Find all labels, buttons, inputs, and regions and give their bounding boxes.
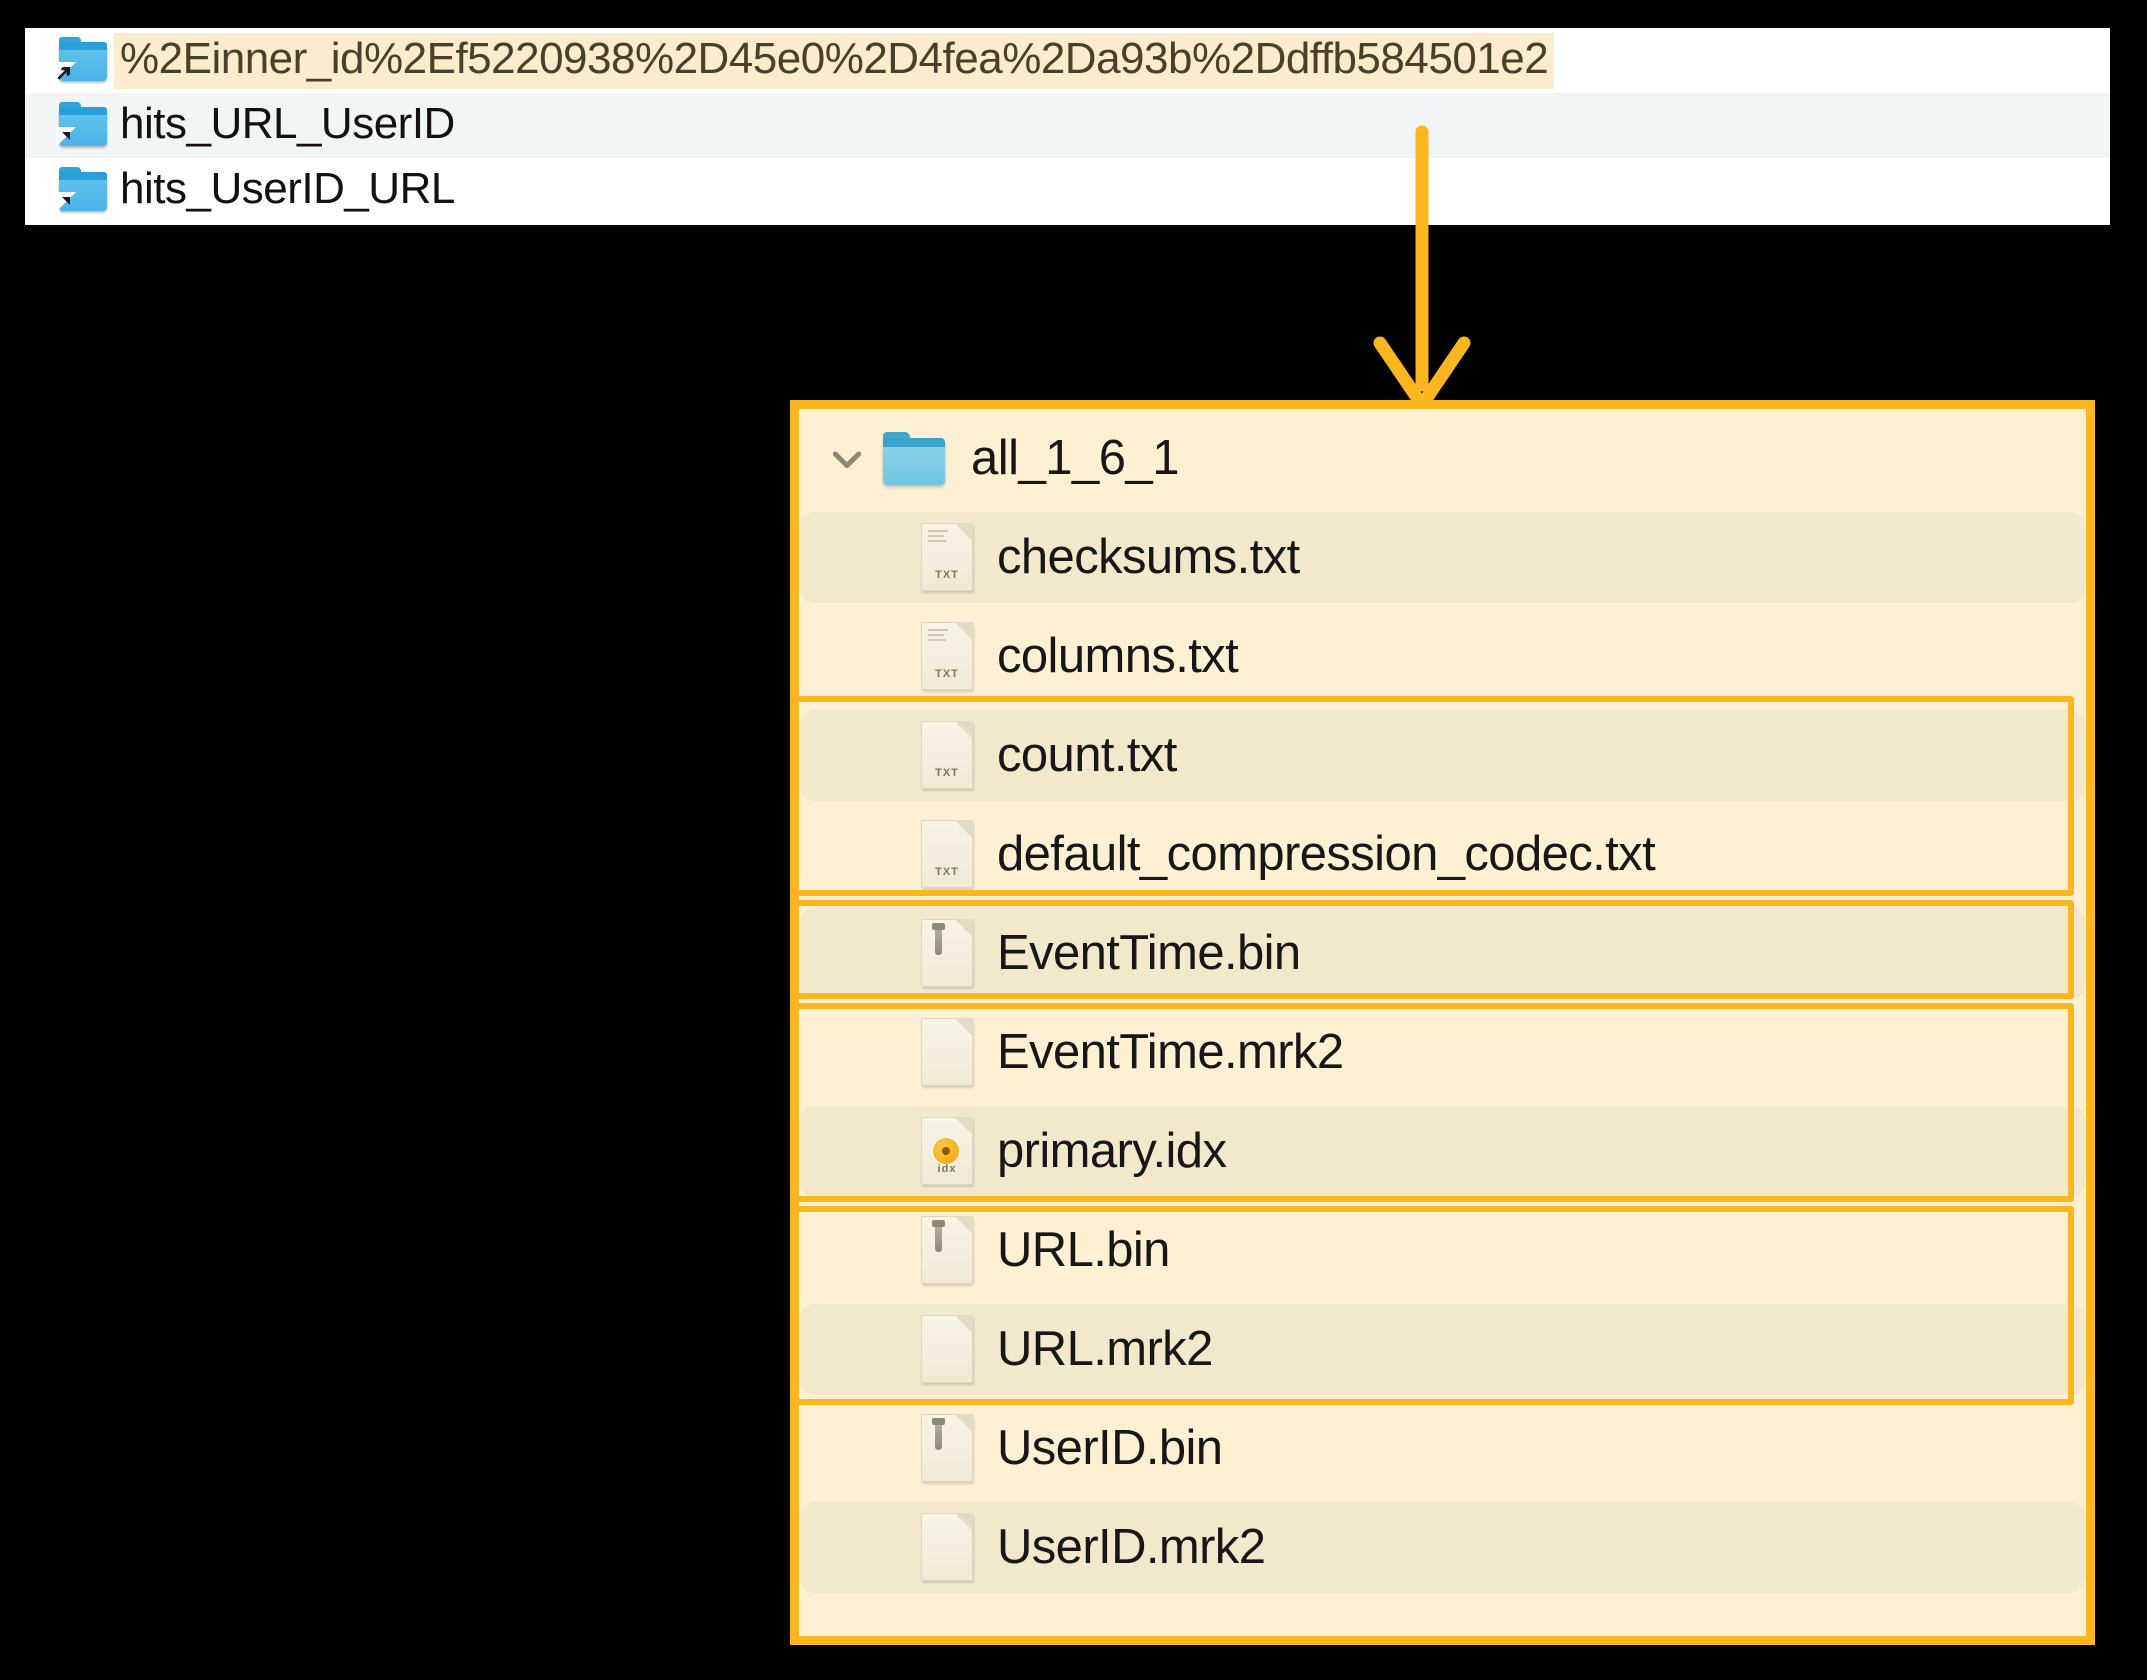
file-name-label: UserID.mrk2 <box>997 1520 1266 1574</box>
folder-alias-icon <box>52 36 114 86</box>
bin-file-icon <box>917 1214 979 1288</box>
alias-arrow-badge-icon <box>56 191 76 212</box>
symlink-folder-list[interactable]: %2Einner_id%2Ef5220938%2D45e0%2D4fea%2Da… <box>25 28 2110 225</box>
down-arrow-annotation <box>1373 125 1471 412</box>
file-name-label: URL.mrk2 <box>997 1322 1213 1376</box>
file-row[interactable]: UserID.bin <box>799 1399 2086 1498</box>
list-item[interactable]: hits_UserID_URL <box>25 158 2110 223</box>
folder-alias-icon <box>52 101 114 151</box>
file-name-label: EventTime.bin <box>997 926 1301 980</box>
file-name-label: columns.txt <box>997 629 1239 683</box>
list-item-label: hits_UserID_URL <box>120 163 455 213</box>
bin-file-icon <box>917 1412 979 1486</box>
idx-file-icon: idx <box>917 1115 979 1189</box>
expanded-part-folder-panel[interactable]: all_1_6_1 TXT checksums.txt TXT columns.… <box>790 400 2095 1645</box>
file-name-label: URL.bin <box>997 1223 1170 1277</box>
blank-file-icon <box>917 1016 979 1090</box>
file-row[interactable]: TXT count.txt <box>799 706 2086 805</box>
file-name-label: UserID.bin <box>997 1421 1223 1475</box>
folder-alias-icon <box>52 166 114 216</box>
list-item-label: %2Einner_id%2Ef5220938%2D45e0%2D4fea%2Da… <box>114 32 1555 89</box>
file-row[interactable]: EventTime.bin <box>799 904 2086 1003</box>
txt-file-icon: TXT <box>917 719 979 793</box>
alias-arrow-badge-icon <box>56 61 76 82</box>
txt-file-icon: TXT <box>917 521 979 595</box>
txt-file-icon: TXT <box>917 818 979 892</box>
chevron-down-icon[interactable] <box>821 433 873 485</box>
blank-file-icon <box>917 1313 979 1387</box>
file-row[interactable]: UserID.mrk2 <box>799 1498 2086 1597</box>
list-item-label: hits_URL_UserID <box>120 98 455 148</box>
file-row[interactable]: idx primary.idx <box>799 1102 2086 1201</box>
folder-name-label: all_1_6_1 <box>971 431 1180 485</box>
file-name-label: count.txt <box>997 728 1177 782</box>
file-row[interactable]: URL.mrk2 <box>799 1300 2086 1399</box>
file-name-label: checksums.txt <box>997 530 1300 584</box>
alias-arrow-badge-icon <box>56 126 76 147</box>
file-name-label: default_compression_codec.txt <box>997 827 1656 881</box>
txt-file-icon: TXT <box>917 620 979 694</box>
file-row[interactable]: EventTime.mrk2 <box>799 1003 2086 1102</box>
file-name-label: EventTime.mrk2 <box>997 1025 1344 1079</box>
bin-file-icon <box>917 917 979 991</box>
file-row[interactable]: TXT checksums.txt <box>799 508 2086 607</box>
list-item[interactable]: hits_URL_UserID <box>25 93 2110 158</box>
folder-icon <box>877 431 949 487</box>
file-name-label: primary.idx <box>997 1124 1227 1178</box>
blank-file-icon <box>917 1511 979 1585</box>
list-item[interactable]: %2Einner_id%2Ef5220938%2D45e0%2D4fea%2Da… <box>25 28 2110 93</box>
file-row[interactable]: URL.bin <box>799 1201 2086 1300</box>
tree-item-folder[interactable]: all_1_6_1 <box>799 409 2086 508</box>
file-row[interactable]: TXT default_compression_codec.txt <box>799 805 2086 904</box>
file-row[interactable]: TXT columns.txt <box>799 607 2086 706</box>
